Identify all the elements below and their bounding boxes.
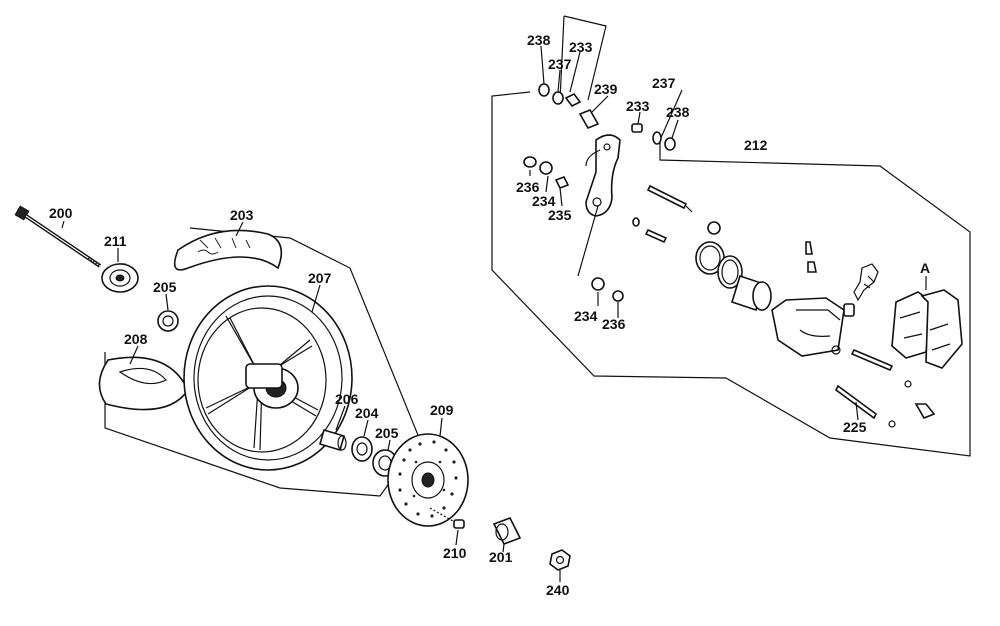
caliper-bracket — [585, 134, 621, 217]
leader-lines-left — [61, 220, 561, 582]
piston-seals — [695, 241, 743, 289]
label-205-upper: 205 — [153, 279, 177, 295]
label-237-top: 237 — [548, 56, 572, 72]
label-234-bottom: 234 — [574, 308, 598, 324]
label-234-mid: 234 — [532, 193, 556, 209]
part-labels-left: 200 211 203 205 207 208 206 204 205 209 … — [49, 205, 570, 598]
small-hardware-top — [538, 83, 676, 151]
label-236-mid: 236 — [516, 179, 540, 195]
label-208: 208 — [124, 331, 148, 347]
label-207: 207 — [308, 270, 332, 286]
label-206: 206 — [335, 391, 359, 407]
axle-nut — [549, 549, 571, 571]
label-238-top: 238 — [527, 32, 551, 48]
label-201: 201 — [489, 549, 513, 565]
caliper-group-outline — [491, 15, 971, 457]
label-225: 225 — [843, 419, 867, 435]
tire — [173, 229, 283, 271]
label-205-lower: 205 — [375, 425, 399, 441]
caliper-body — [771, 297, 855, 357]
caliper-piston — [731, 274, 772, 312]
label-211: 211 — [104, 233, 127, 249]
wheel-bearing — [351, 436, 373, 462]
label-233-right: 233 — [626, 98, 650, 114]
spacer-tube — [319, 429, 347, 451]
brake-pads — [891, 289, 963, 369]
disc-bolt — [429, 507, 465, 529]
collar-bearing — [101, 263, 139, 293]
leader-lines-right — [529, 45, 927, 421]
tire-tread-section — [98, 356, 189, 411]
label-233-top: 233 — [569, 39, 593, 55]
axle-collar — [492, 516, 522, 546]
wheel-rim — [183, 285, 353, 471]
label-203: 203 — [230, 207, 254, 223]
label-235: 235 — [548, 207, 572, 223]
label-239: 239 — [594, 81, 618, 97]
label-210: 210 — [443, 545, 467, 561]
label-A: A — [920, 260, 930, 276]
label-238-right: 238 — [666, 104, 690, 120]
small-hardware-middle — [523, 156, 624, 302]
label-240: 240 — [546, 582, 570, 598]
label-236-bottom: 236 — [602, 316, 626, 332]
brake-disc — [387, 433, 469, 527]
label-204: 204 — [355, 405, 379, 421]
part-labels-right: 238 233 237 239 237 233 238 212 236 234 … — [516, 32, 930, 435]
pad-pins-and-bolts — [834, 348, 936, 428]
bleeder-parts — [707, 221, 817, 273]
pad-spring — [853, 263, 879, 302]
label-237-right: 237 — [652, 75, 676, 91]
label-212: 212 — [744, 137, 768, 153]
label-209: 209 — [430, 402, 454, 418]
label-200: 200 — [49, 205, 73, 221]
axle-bolt — [14, 205, 102, 268]
oil-seal-upper — [157, 310, 179, 332]
slide-pins — [632, 184, 693, 244]
